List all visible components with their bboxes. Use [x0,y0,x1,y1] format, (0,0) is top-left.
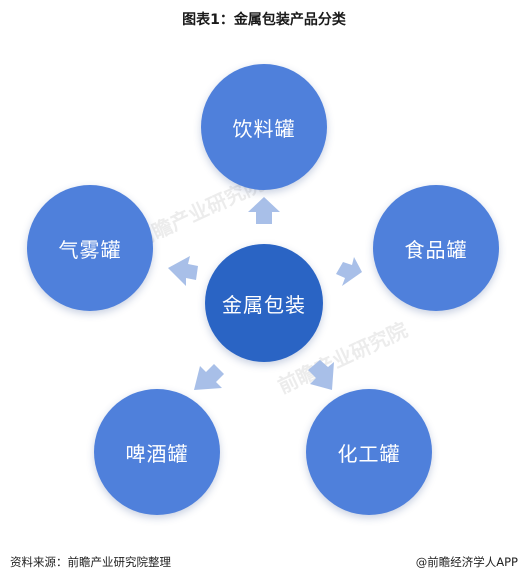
node-label: 气雾罐 [58,237,122,262]
credit-note: @前瞻经济学人APP [415,555,518,569]
node-food-can: 食品罐 [373,185,499,311]
arrow-down-left [194,364,224,390]
node-aerosol-can: 气雾罐 [27,185,153,311]
node-beer-can: 啤酒罐 [94,389,220,515]
source-note: 资料来源：前瞻产业研究院整理 [10,555,171,569]
footer: 资料来源：前瞻产业研究院整理 @前瞻经济学人APP [0,554,528,570]
figure-title: 图表1：金属包装产品分类 [182,12,346,28]
node-beverage-can: 饮料罐 [201,64,327,190]
node-chemical-can: 化工罐 [306,389,432,515]
center-label: 金属包装 [222,292,306,317]
arrow-left [168,256,198,286]
node-label: 饮料罐 [232,116,296,141]
node-label: 化工罐 [337,441,401,466]
arrow-down-right [308,360,334,390]
arrow-right [336,257,362,286]
node-metal-packaging: 金属包装 [205,244,323,362]
node-label: 啤酒罐 [125,441,189,466]
arrow-up [248,197,280,224]
node-label: 食品罐 [404,237,468,262]
